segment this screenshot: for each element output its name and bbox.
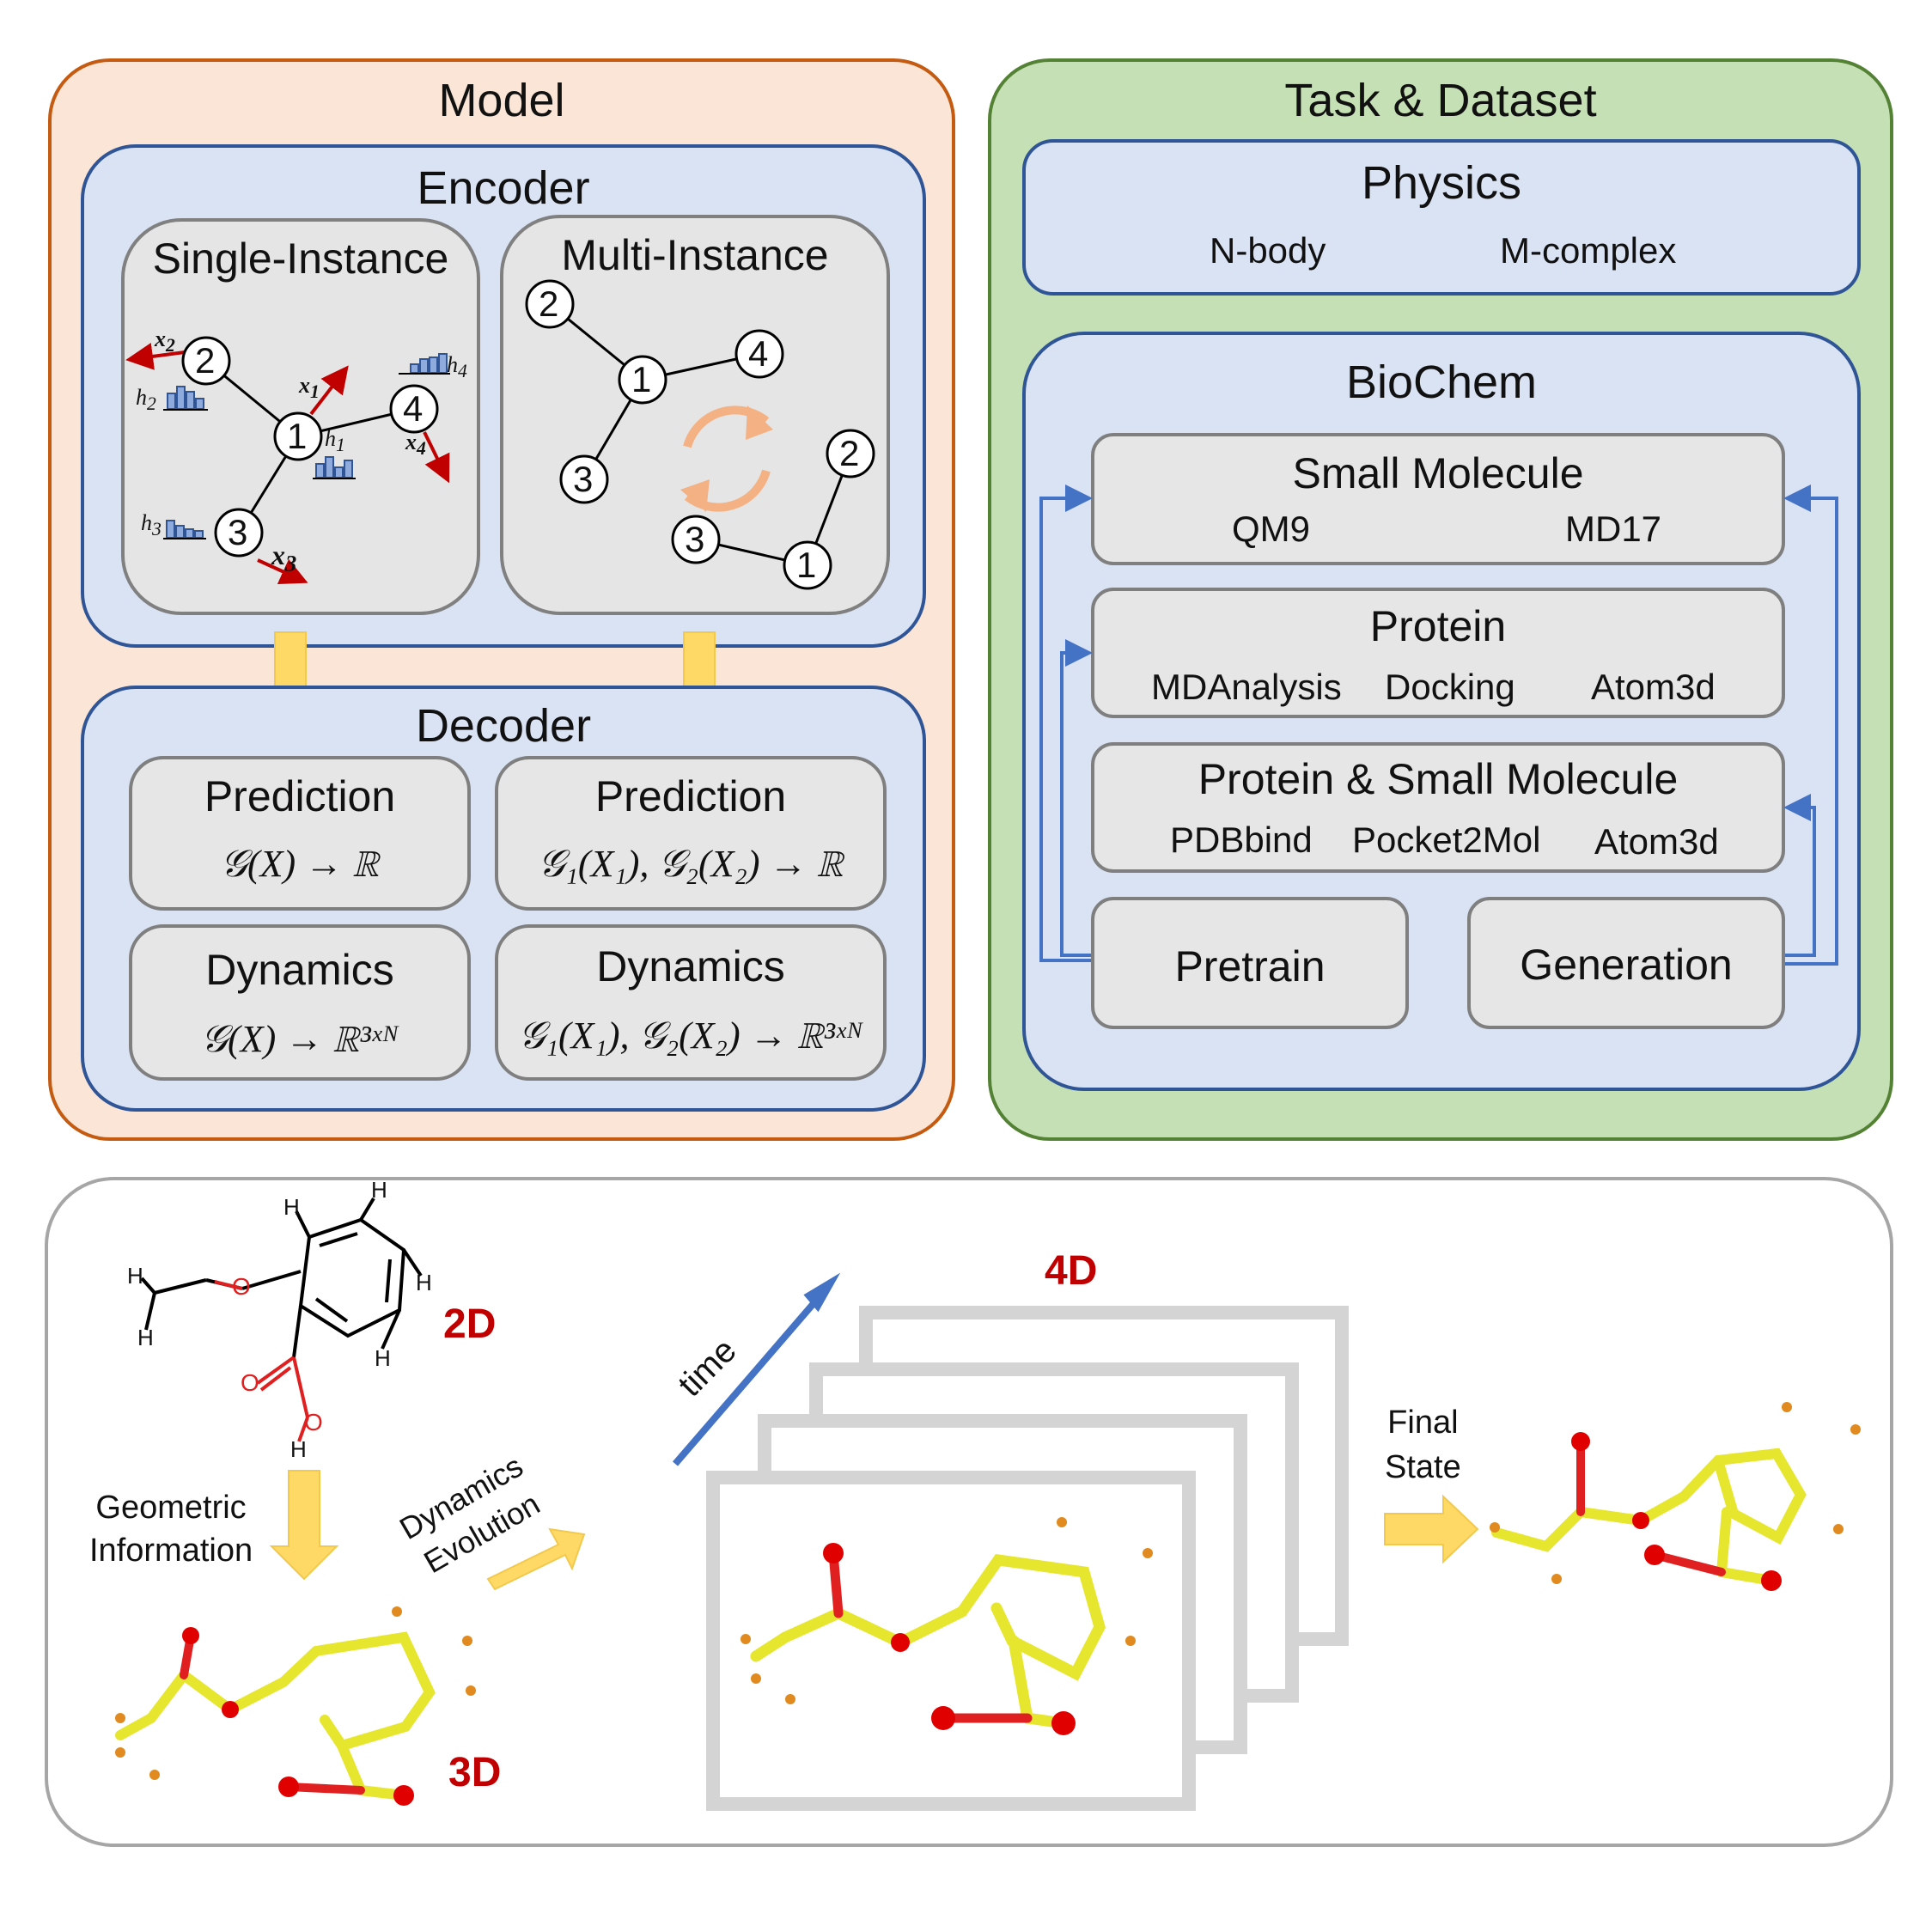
atom-h-3: H <box>416 1270 432 1295</box>
biochem-title: BioChem <box>1345 357 1538 408</box>
atom-o-2: O <box>241 1369 259 1396</box>
label-x3: x3 <box>271 539 297 576</box>
decoder-cell-single-dynamics: Dynamics 𝒢(X) → ℝ³ˣᴺ <box>129 924 471 1081</box>
mi-b-node-1: 1 <box>796 545 817 585</box>
label-4d: 4D <box>1045 1248 1098 1294</box>
dataset-atom3d-complex: Atom3d <box>1594 821 1719 862</box>
dataset-pdbbind: PDBbind <box>1170 820 1313 860</box>
small-molecule-box: Small Molecule QM9 MD17 <box>1091 433 1785 565</box>
si-node-4: 4 <box>403 388 424 429</box>
label-3d: 3D <box>448 1750 502 1795</box>
atom-h-1: H <box>283 1194 300 1220</box>
label-h1: h1 <box>325 426 345 456</box>
dataset-pocket2mol: Pocket2Mol <box>1352 820 1541 860</box>
protein-box: Protein MDAnalysis Docking Atom3d <box>1091 588 1785 718</box>
physics-panel: Physics N-body M-complex <box>1022 139 1861 296</box>
decoder-cell-multi-prediction: Prediction 𝒢₁(X₁), 𝒢₂(X₂) → ℝ <box>495 756 887 911</box>
atom-h-6: H <box>137 1325 154 1350</box>
atom-o-1: O <box>232 1273 251 1300</box>
decoder-cell-multi-dynamics: Dynamics 𝒢₁(X₁), 𝒢₂(X₂) → ℝ³ˣᴺ <box>495 924 887 1081</box>
label-x4: x4 <box>405 430 426 460</box>
encoder-title: Encoder <box>417 162 590 214</box>
decoder-title: Decoder <box>415 700 592 752</box>
task-title: Task & Dataset <box>1284 75 1597 126</box>
geometric-info-label: Geometric Information <box>89 1490 253 1569</box>
label-h4: h4 <box>447 352 467 382</box>
atom-h-4: H <box>375 1345 391 1371</box>
dataset-qm9: QM9 <box>1232 509 1311 549</box>
mi-node-3: 3 <box>573 459 594 499</box>
single-instance-title: Single-Instance <box>152 235 449 283</box>
atom-h-5: H <box>127 1263 143 1289</box>
label-2d: 2D <box>443 1301 497 1347</box>
label-h3: h3 <box>141 510 162 540</box>
si-node-2: 2 <box>195 340 216 381</box>
label-x1: x1 <box>299 373 320 403</box>
physics-item-mcomplex: M-complex <box>1500 230 1677 271</box>
model-title: Model <box>438 75 565 126</box>
atom-h-7: H <box>290 1436 307 1462</box>
mi-node-4: 4 <box>748 333 769 374</box>
atom-o-3: O <box>304 1409 323 1435</box>
dataset-atom3d-protein: Atom3d <box>1591 667 1716 707</box>
atom-h-2: H <box>371 1177 387 1203</box>
pretrain-box: Pretrain <box>1091 897 1409 1029</box>
final-state-label: Final State <box>1385 1405 1461 1485</box>
si-node-3: 3 <box>228 512 248 552</box>
dataset-md17: MD17 <box>1565 509 1662 549</box>
decoder-cell-single-prediction: Prediction 𝒢(X) → ℝ <box>129 756 471 911</box>
dataset-mdanalysis: MDAnalysis <box>1151 667 1342 707</box>
si-node-1: 1 <box>287 416 308 456</box>
mi-b-node-3: 3 <box>685 519 705 559</box>
label-h2: h2 <box>136 385 156 415</box>
mi-node-1: 1 <box>631 359 652 399</box>
multi-instance-title: Multi-Instance <box>561 231 829 279</box>
bottom-panel <box>45 1177 1893 1847</box>
label-x2: x2 <box>155 326 175 357</box>
dataset-docking: Docking <box>1385 667 1515 707</box>
mi-node-2: 2 <box>539 283 559 324</box>
generation-box: Generation <box>1467 897 1785 1029</box>
mi-b-node-2: 2 <box>839 433 860 473</box>
physics-item-nbody: N-body <box>1210 230 1326 271</box>
physics-title: Physics <box>1361 157 1522 209</box>
protein-small-molecule-box: Protein & Small Molecule PDBbind Pocket2… <box>1091 742 1785 873</box>
